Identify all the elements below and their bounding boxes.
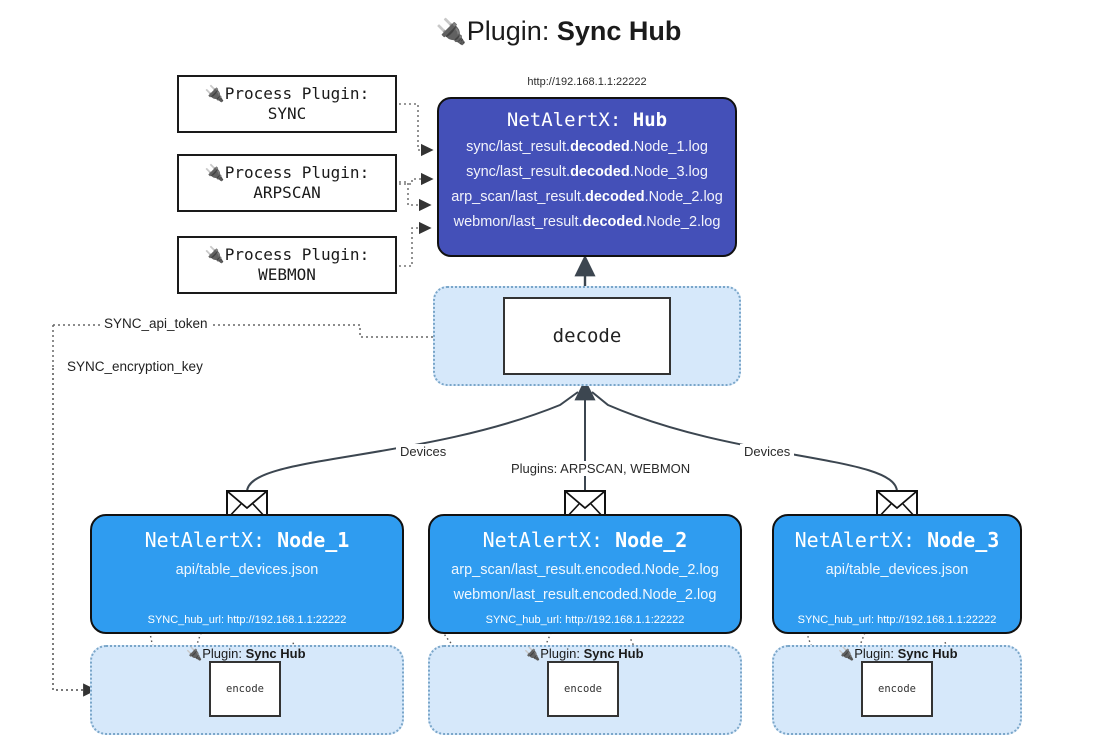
hub-url-label: http://192.168.1.1:22222 — [527, 76, 647, 88]
process-plugin-arpscan[interactable]: 🔌Process Plugin: ARPSCAN — [177, 154, 397, 212]
hub-log-line: arp_scan/last_result.decoded.Node_2.log — [451, 189, 723, 205]
plug-icon: 🔌 — [204, 84, 225, 103]
plug-icon: 🔌 — [204, 245, 225, 264]
plug-icon: 🔌 — [838, 646, 855, 661]
page-title-name: Sync Hub — [556, 16, 682, 46]
edge-label-devices-left: Devices — [396, 444, 451, 459]
process-plugin-webmon[interactable]: 🔌Process Plugin: WEBMON — [177, 236, 397, 294]
node-card-node1[interactable]: NetAlertX: Node_1 api/table_devices.json… — [90, 514, 404, 634]
token-label-api: SYNC_api_token — [100, 316, 212, 331]
hub-log-line: webmon/last_result.decoded.Node_2.log — [453, 214, 721, 230]
process-plugin-label: Process Plugin: — [224, 245, 370, 264]
process-plugin-sync[interactable]: 🔌Process Plugin: SYNC — [177, 75, 397, 133]
node-card-node3[interactable]: NetAlertX: Node_3 api/table_devices.json… — [772, 514, 1022, 634]
node-hub-url: SYNC_hub_url: http://192.168.1.1:22222 — [485, 614, 685, 626]
node-log-line: webmon/last_result.encoded.Node_2.log — [453, 587, 717, 603]
plug-icon: 🔌 — [186, 646, 203, 661]
hub-card[interactable]: NetAlertX: Hub sync/last_result.decoded.… — [437, 97, 737, 257]
band-label-node2: 🔌Plugin: Sync Hub — [524, 646, 644, 661]
band-label-node3: 🔌Plugin: Sync Hub — [838, 646, 958, 661]
band-label-node1: 🔌Plugin: Sync Hub — [186, 646, 306, 661]
hub-log-line: sync/last_result.decoded.Node_1.log — [466, 139, 708, 155]
page-title-prefix: Plugin: — [466, 16, 557, 46]
node-title: NetAlertX: Node_2 — [482, 528, 688, 552]
node-log-line: arp_scan/last_result.encoded.Node_2.log — [451, 562, 719, 578]
node-title: NetAlertX: Node_3 — [794, 528, 1000, 552]
node-card-node2[interactable]: NetAlertX: Node_2 arp_scan/last_result.e… — [428, 514, 742, 634]
encode-box-node1[interactable]: encode — [209, 661, 281, 717]
decode-box[interactable]: decode — [503, 297, 671, 375]
process-plugin-name: WEBMON — [258, 265, 316, 284]
process-plugin-name: SYNC — [267, 104, 307, 123]
edge-label-devices-right: Devices — [740, 444, 795, 459]
hub-log-line: sync/last_result.decoded.Node_3.log — [466, 164, 708, 180]
process-plugin-name: ARPSCAN — [253, 183, 321, 202]
edge-label-plugins-center: Plugins: ARPSCAN, WEBMON — [507, 461, 695, 476]
node-log-line: api/table_devices.json — [175, 562, 319, 578]
node-hub-url: SYNC_hub_url: http://192.168.1.1:22222 — [797, 614, 997, 626]
token-label-encryption: SYNC_encryption_key — [63, 359, 207, 374]
page-title: 🔌Plugin: Sync Hub — [0, 16, 1117, 47]
plug-icon: 🔌 — [435, 18, 467, 46]
plug-icon: 🔌 — [524, 646, 541, 661]
hub-title: NetAlertX: Hub — [506, 109, 668, 131]
plug-icon: 🔌 — [204, 163, 225, 182]
process-plugin-label: Process Plugin: — [224, 84, 370, 103]
node-hub-url: SYNC_hub_url: http://192.168.1.1:22222 — [147, 614, 347, 626]
encode-box-node2[interactable]: encode — [547, 661, 619, 717]
encode-box-node3[interactable]: encode — [861, 661, 933, 717]
node-title: NetAlertX: Node_1 — [144, 528, 350, 552]
process-plugin-label: Process Plugin: — [224, 163, 370, 182]
node-log-line: api/table_devices.json — [825, 562, 969, 578]
